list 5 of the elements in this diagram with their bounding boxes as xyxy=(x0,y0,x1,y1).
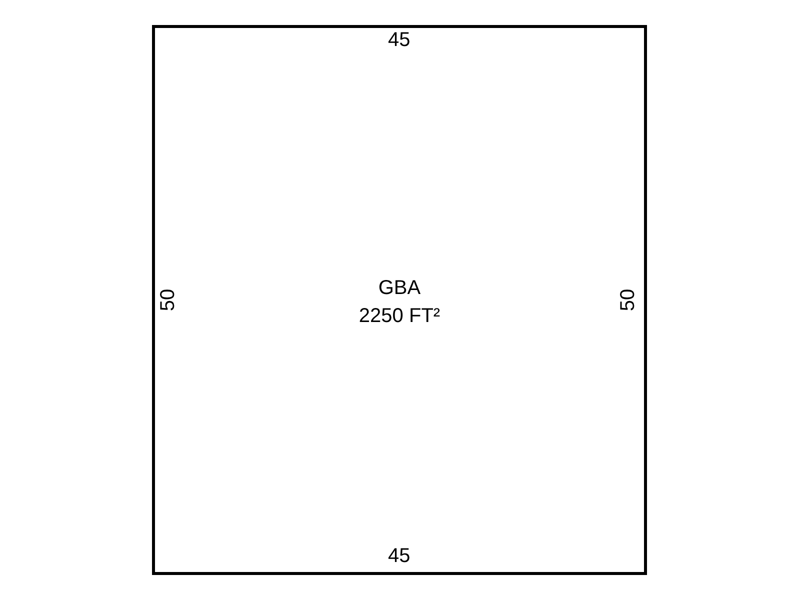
dimension-label: 45 xyxy=(388,544,410,568)
building-outline xyxy=(152,25,647,575)
dimension-label: 50 xyxy=(156,288,180,312)
dimension-label: 50 xyxy=(616,288,640,312)
dimension-label: 45 xyxy=(388,28,410,52)
